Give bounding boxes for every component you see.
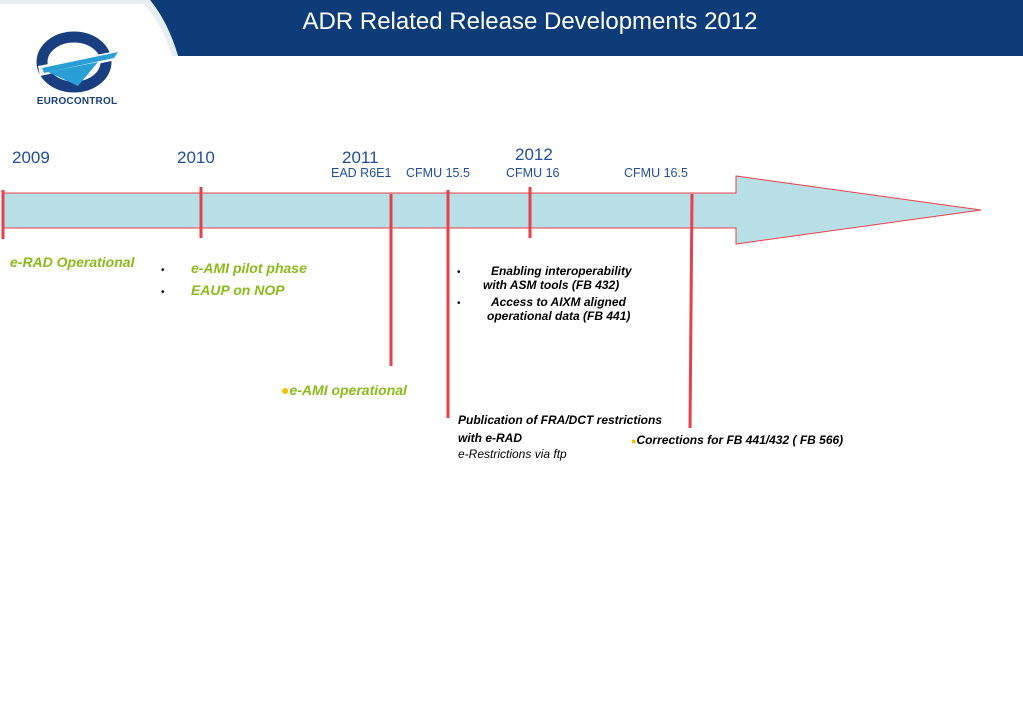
release-label-cfmu-16-5: CFMU 16.5 (624, 166, 688, 180)
milestone-eami-pilot: • e-AMI pilot phase (161, 260, 307, 276)
logo-text: EUROCONTROL (36, 96, 118, 107)
bullet-icon: • (161, 287, 165, 298)
year-label-2012: 2012 (515, 145, 553, 164)
milestone-eaup-nop: • EAUP on NOP (161, 282, 285, 298)
milestone-aixm-access-line2: operational data (FB 441) (487, 309, 631, 323)
bullet-icon: • (161, 265, 165, 276)
year-label-2010: 2010 (177, 148, 215, 167)
milestone-aixm-access: • Access to AIXM aligned (457, 295, 626, 309)
bullet-icon: • (457, 298, 461, 309)
milestone-corrections-fb566: ●Corrections for FB 441/432 ( FB 566) (631, 433, 844, 447)
milestone-interoperability-line2: with ASM tools (FB 432) (483, 278, 620, 292)
bullet-dot-icon: ● (281, 382, 290, 398)
eurocontrol-logo-icon (36, 31, 122, 93)
year-label-2009: 2009 (12, 148, 50, 167)
page-title: ADR Related Release Developments 2012 (302, 8, 758, 35)
release-label-ead-r6e1: EAD R6E1 (331, 166, 392, 180)
year-label-2011: 2011 (342, 148, 379, 167)
milestone-erad-operational: e-RAD Operational (10, 254, 135, 270)
timeline-arrow-shape (1, 175, 982, 245)
milestone-eami-operational: ●e-AMI operational (281, 382, 407, 398)
title-bar-shape (150, 0, 1023, 56)
marker-cfmu-16-5 (688, 193, 694, 429)
release-label-cfmu-15-5: CFMU 15.5 (406, 166, 470, 180)
milestone-fra-dct-publication-line2: with e-RAD (458, 431, 522, 445)
milestone-fra-dct-publication: Publication of FRA/DCT restrictions (458, 413, 663, 427)
title-bar (0, 0, 1023, 56)
release-label-cfmu-16: CFMU 16 (506, 166, 560, 180)
milestone-e-restrictions-ftp: e-Restrictions via ftp (458, 447, 567, 461)
bullet-icon: • (457, 267, 461, 278)
bullet-dot-icon: ● (631, 436, 637, 446)
milestone-interoperability: • Enabling interoperability (457, 264, 632, 278)
